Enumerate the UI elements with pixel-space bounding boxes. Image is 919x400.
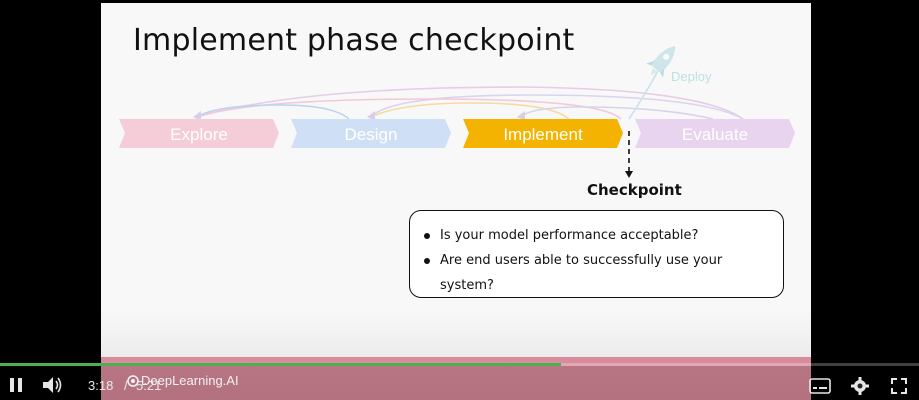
step-design-shape xyxy=(291,119,451,148)
step-design-label: Design xyxy=(345,125,398,144)
checkpoint-arrowhead xyxy=(625,171,633,178)
control-bar xyxy=(0,366,919,400)
slide: Implement phase checkpoint Explore xyxy=(101,3,811,400)
feedback-arc xyxy=(520,106,714,120)
deploy-arc xyxy=(628,68,660,120)
captions-icon[interactable] xyxy=(809,378,831,398)
step-evaluate-shape xyxy=(635,119,795,148)
deploy-label: Deploy xyxy=(671,69,712,84)
checkpoint-question: Are end users able to successfully use y… xyxy=(424,248,769,298)
step-implement-shape xyxy=(463,119,623,148)
volume-icon[interactable] xyxy=(42,376,64,398)
arc-arrowhead xyxy=(193,111,201,121)
feedback-arc xyxy=(370,102,570,120)
feedback-arc xyxy=(370,94,744,120)
feedback-arc xyxy=(196,86,744,120)
duration: 5:21 xyxy=(136,378,162,393)
progress-played xyxy=(0,363,561,366)
step-explore-label: Explore xyxy=(170,125,228,144)
rocket-icon xyxy=(646,46,676,78)
time-separator: / xyxy=(124,378,128,393)
brand-label: DeepLearning.AI xyxy=(141,373,239,388)
feedback-arc xyxy=(196,104,350,120)
brand-logo-icon xyxy=(127,374,139,387)
step-implement-label: Implement xyxy=(503,125,583,144)
step-evaluate-label: Evaluate xyxy=(682,125,748,144)
current-time: 3:18 xyxy=(88,378,114,393)
arc-arrowhead xyxy=(517,111,525,121)
step-explore-shape xyxy=(119,119,279,148)
slide-title: Implement phase checkpoint xyxy=(133,23,575,58)
brand-watermark: DeepLearning.AI xyxy=(127,373,239,388)
fullscreen-icon[interactable] xyxy=(890,377,908,399)
checkpoint-label: Checkpoint xyxy=(587,181,682,199)
arc-arrowhead xyxy=(367,111,375,121)
checkpoint-questions-box: Is your model performance acceptable? Ar… xyxy=(409,210,784,298)
checkpoint-question: Is your model performance acceptable? xyxy=(424,223,769,248)
feedback-arc xyxy=(196,98,622,120)
settings-gear-icon[interactable] xyxy=(850,376,870,400)
phase-diagram: Explore Design Implement Evaluate Deploy xyxy=(119,46,795,178)
pause-icon[interactable] xyxy=(9,377,23,397)
